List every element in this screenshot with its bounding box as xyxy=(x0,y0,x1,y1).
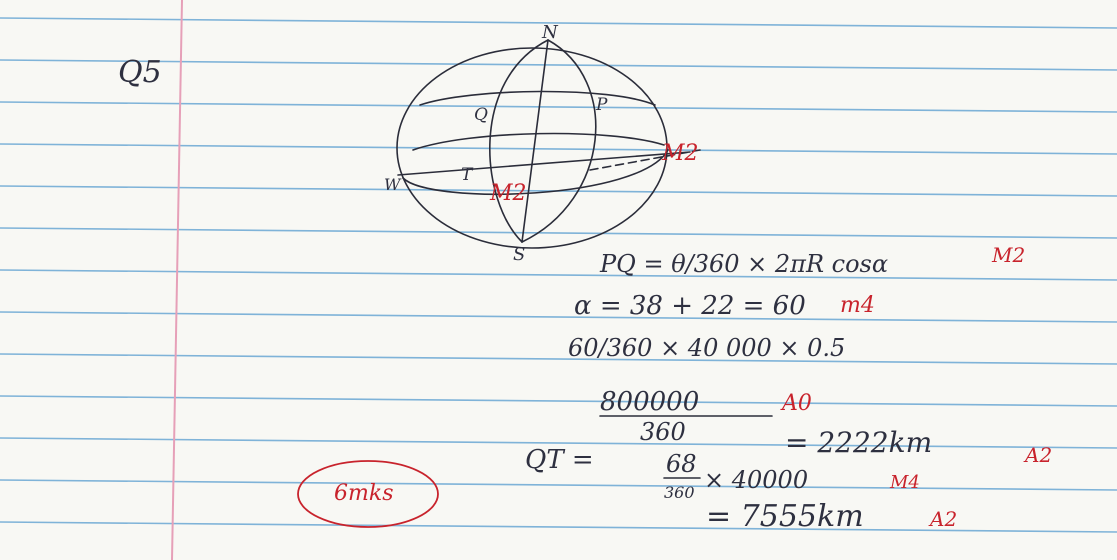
meridian-front xyxy=(489,39,549,243)
globe-outline xyxy=(396,47,668,249)
great-circle-line xyxy=(397,151,691,176)
score-circle xyxy=(297,460,439,528)
working-line-6-rest: × 40000 xyxy=(704,466,808,494)
score-text: 6mks xyxy=(334,481,393,506)
rule-line xyxy=(0,17,1117,29)
mark-line-4: A0 xyxy=(780,391,812,416)
working-line-7: = 7555km xyxy=(706,499,864,534)
rule-line xyxy=(0,59,1117,71)
working-line-3: 60/360 × 40 000 × 0.5 xyxy=(568,334,845,362)
rule-line xyxy=(0,143,1117,155)
equator-curve xyxy=(402,149,669,196)
working-line-1: PQ = θ/360 × 2πR cosα xyxy=(599,250,888,278)
margin-line xyxy=(171,0,183,560)
mark-m2-left: M2 xyxy=(489,181,527,206)
dashed-back-line xyxy=(589,149,701,171)
working-line-2: α = 38 + 22 = 60 xyxy=(574,291,806,321)
axis-line xyxy=(521,39,549,243)
label-t: T xyxy=(461,165,474,185)
parallel-upper xyxy=(419,90,656,106)
mark-line-6: M4 xyxy=(889,472,920,493)
rule-line xyxy=(0,101,1117,113)
rule-line xyxy=(0,353,1117,365)
working-line-6-prefix: QT = xyxy=(525,445,594,475)
working-line-5: = 2222km xyxy=(785,426,932,459)
label-south: S xyxy=(513,244,525,265)
rule-line xyxy=(0,227,1117,239)
mark-line-1: M2 xyxy=(991,243,1025,267)
rule-line xyxy=(0,479,1117,491)
meridian-back xyxy=(521,39,597,243)
parallel-mid xyxy=(412,132,665,151)
rule-line xyxy=(0,269,1117,281)
rule-line xyxy=(0,395,1117,407)
label-p: P xyxy=(595,95,608,115)
question-label: Q5 xyxy=(118,55,162,90)
rule-line xyxy=(0,437,1117,449)
mark-line-5: A2 xyxy=(1023,443,1052,467)
rule-line xyxy=(0,521,1117,533)
mark-line-2: m4 xyxy=(840,293,875,318)
fraction-numerator: 800000 xyxy=(600,387,699,417)
mark-m2-right: M2 xyxy=(661,141,699,166)
label-q: Q xyxy=(474,105,488,125)
label-west: W xyxy=(384,175,402,194)
label-north: N xyxy=(541,22,559,43)
fraction-68: 68 xyxy=(666,450,697,478)
rule-line xyxy=(0,311,1117,323)
mark-line-7: A2 xyxy=(928,507,957,531)
fraction-denominator: 360 xyxy=(640,418,686,446)
fraction-360: 360 xyxy=(664,483,695,502)
